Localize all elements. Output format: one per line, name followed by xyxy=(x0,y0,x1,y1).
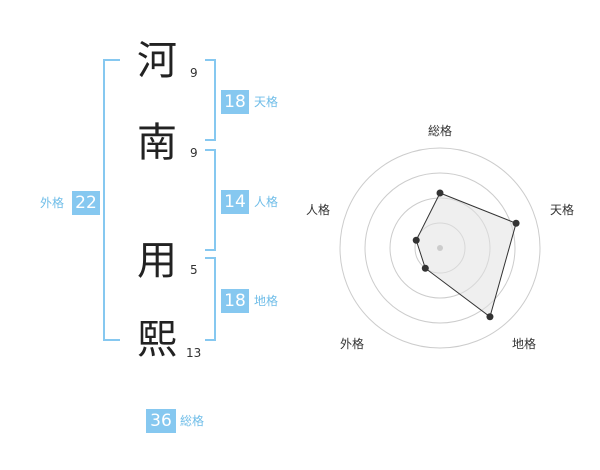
stroke-count-1: 9 xyxy=(190,66,198,80)
radar-label-gaikaku: 外格 xyxy=(339,337,364,351)
stroke-count-4: 13 xyxy=(186,346,202,360)
gaikaku-label: 外格 xyxy=(40,196,65,210)
gaikaku-value: 22 xyxy=(72,191,100,215)
tenkaku-value: 18 xyxy=(221,90,249,114)
radar-point xyxy=(486,313,494,321)
chikaku-bracket xyxy=(205,257,216,341)
tenkaku-label: 天格 xyxy=(254,95,279,109)
chikaku-value: 18 xyxy=(221,289,249,313)
char-4: 熙 xyxy=(137,317,177,363)
radar-point xyxy=(421,264,429,272)
radar-polygon xyxy=(415,192,517,318)
stroke-count-3: 5 xyxy=(190,263,198,277)
jinkaku-bracket xyxy=(205,149,216,251)
radar-point xyxy=(412,236,420,244)
char-3: 用 xyxy=(137,238,177,284)
char-1: 河 xyxy=(137,38,177,84)
soukaku-value: 36 xyxy=(146,409,176,433)
gaikaku-bracket xyxy=(103,59,120,341)
jinkaku-value: 14 xyxy=(221,190,249,214)
radar-label-jinkaku: 人格 xyxy=(305,203,330,217)
radar-ring xyxy=(364,172,516,324)
chikaku-label: 地格 xyxy=(254,294,279,308)
radar-point xyxy=(436,189,444,197)
radar-label-tenkaku: 天格 xyxy=(549,203,574,217)
radar-label-soukaku: 総格 xyxy=(427,124,452,138)
soukaku-label: 総格 xyxy=(180,414,205,428)
radar-center xyxy=(437,245,443,251)
char-2: 南 xyxy=(137,120,177,166)
tenkaku-bracket xyxy=(205,59,216,141)
radar-point xyxy=(512,219,520,227)
radar-label-chikaku: 地格 xyxy=(511,337,536,351)
jinkaku-label: 人格 xyxy=(254,195,279,209)
stroke-count-2: 9 xyxy=(190,146,198,160)
